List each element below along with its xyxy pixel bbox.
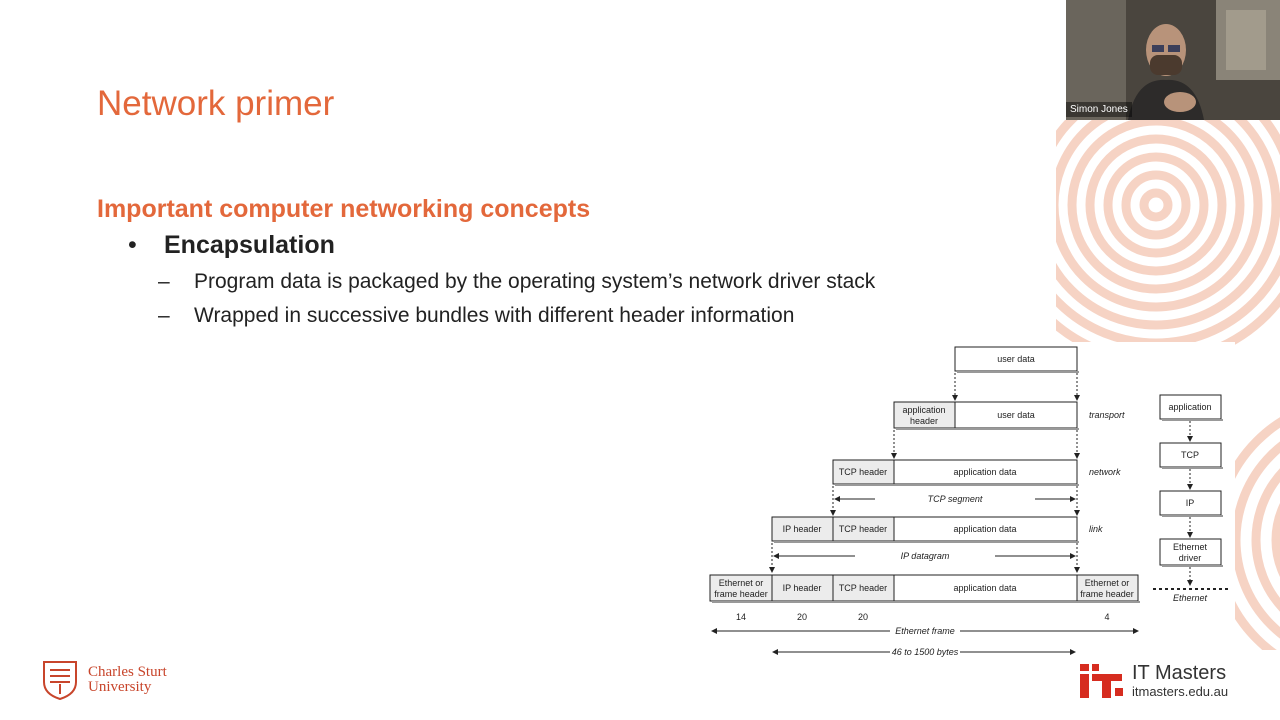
stack-ip-box [1159,490,1222,516]
application-header-label: header [910,416,938,426]
application-data-label: application data [953,524,1016,534]
participant-name: Simon Jones [1066,102,1132,117]
tcp-header-box [832,516,895,542]
section-heading: Important computer networking concepts [97,195,591,223]
ethernet-frame-label: Ethernet frame [895,626,955,636]
size-label: 20 [858,612,868,622]
stack-ethernet-label: Ethernet [1173,593,1208,603]
sub-point-text: Wrapped in successive bundles with diffe… [194,304,795,327]
user-data-label: user data [997,410,1035,420]
stack-application-label: application [1168,402,1211,412]
stack-tcp-box [1159,442,1222,468]
ip-header-label: IP header [783,583,822,593]
tcp-header-label: TCP header [839,524,887,534]
stack-ethernet-driver-label: Ethernet [1173,542,1208,552]
slide-title: Network primer [97,84,335,123]
ip-datagram-label: IP datagram [901,551,950,561]
sub-point-text: Program data is packaged by the operatin… [194,270,876,293]
byte-range-label: 46 to 1500 bytes [892,647,959,657]
ethernet-header-label: Ethernet or [719,578,764,588]
ethernet-trailer-label: frame header [1080,589,1134,599]
stack-ethernet-driver-label: driver [1179,553,1202,563]
stack-ip-label: IP [1186,498,1195,508]
bullet-item: • Encapsulation [128,231,335,260]
application-data-box [893,459,1078,485]
it-masters-branding: IT Masters itmasters.edu.au [1132,662,1228,700]
university-logo-text: Charles Sturt University [88,665,167,695]
application-data-label: application data [953,467,1016,477]
ethernet-header-box [709,574,773,602]
layer-label-network: network [1089,467,1121,477]
size-label: 14 [736,612,746,622]
tcp-header-label: TCP header [839,583,887,593]
user-data-label: user data [997,354,1035,364]
bullet-marker: • [128,231,137,259]
layer-label-transport: transport [1089,410,1125,420]
stack-tcp-label: TCP [1181,450,1199,460]
it-masters-url: itmasters.edu.au [1132,684,1229,699]
application-header-box [893,401,956,429]
university-name-line1: Charles Sturt [88,664,167,680]
sub-point: – Wrapped in successive bundles with diff… [158,304,794,328]
sub-point-marker: – [158,304,170,327]
application-data-box [893,516,1078,542]
ip-header-label: IP header [783,524,822,534]
tcp-header-label: TCP header [839,467,887,477]
ethernet-trailer-label: Ethernet or [1085,578,1130,588]
application-data-label: application data [953,583,1016,593]
tcp-segment-label: TCP segment [928,494,983,504]
stack-application-box [1159,394,1222,420]
webcam-video[interactable] [1066,0,1280,120]
stack-ethernet-driver-box [1159,538,1222,566]
size-label: 4 [1104,612,1109,622]
user-data-box [954,401,1078,429]
it-masters-logo-icon [1080,662,1126,703]
sub-point: – Program data is packaged by the operati… [158,270,875,294]
bullet-text: Encapsulation [164,231,335,259]
it-masters-name: IT Masters [1132,662,1227,684]
sub-point-marker: – [158,270,170,293]
encapsulation-diagram: user data application header user data t… [705,342,1235,667]
university-name-line2: University [88,679,152,695]
size-label: 20 [797,612,807,622]
csu-crest-icon [42,660,78,705]
application-header-label: application [902,405,945,415]
ethernet-header-label: frame header [714,589,768,599]
tcp-header-box [832,574,895,602]
layer-label-link: link [1089,524,1103,534]
ethernet-trailer-box [1076,574,1139,602]
